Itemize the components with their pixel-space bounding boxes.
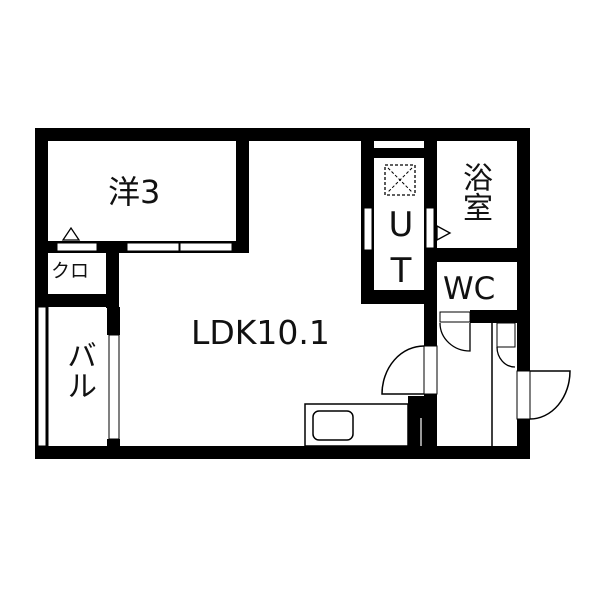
western-sliding-door-right[interactable] [179,242,233,252]
western-room-right-wall [236,141,249,253]
room-label-utility: UT [381,205,421,297]
utility-right-door[interactable] [425,207,435,249]
wc-door-leaf[interactable] [439,311,471,323]
balcony-divider-wall-bottom [107,439,120,446]
utility-bottom-wall [361,290,437,304]
room-label-western: 洋3 [108,173,161,211]
room-label-bath: 浴室 [457,162,492,222]
room-label-toilet: WC [443,271,496,307]
storage-door-leaf[interactable] [496,322,516,348]
room-label-balcony: バル [61,340,96,400]
western-sliding-door-left[interactable] [126,242,180,252]
closet-bottom-wall [48,294,119,307]
wc-door-swing [439,322,471,352]
kitchen-wall-block [408,396,424,446]
utility-window-top [376,143,422,148]
balcony-window[interactable] [108,334,120,440]
washing-pan-cross-2 [387,167,413,193]
sink-icon [312,410,354,441]
ldk-door-swing [381,345,425,395]
utility-top-inner [374,148,424,158]
wc-bottom-wall [470,310,517,323]
entrance-door-frame[interactable] [516,370,531,420]
utility-left-door[interactable] [363,207,373,251]
ldk-door-frame[interactable] [423,345,438,395]
balcony-outer-strip [37,306,47,447]
triangle-marker-icon [61,226,81,241]
storage-door-swing [496,346,516,368]
balcony-divider-wall-top [107,307,120,335]
bath-entry-marker-icon [436,224,452,242]
bath-bottom-wall [437,248,517,262]
room-label-closet: クロ [51,260,90,282]
closet-door[interactable] [56,242,98,252]
washing-machine-pan-icon [384,164,416,196]
entrance-door-swing [529,370,571,420]
room-label-ldk: LDK10.1 [191,313,330,352]
